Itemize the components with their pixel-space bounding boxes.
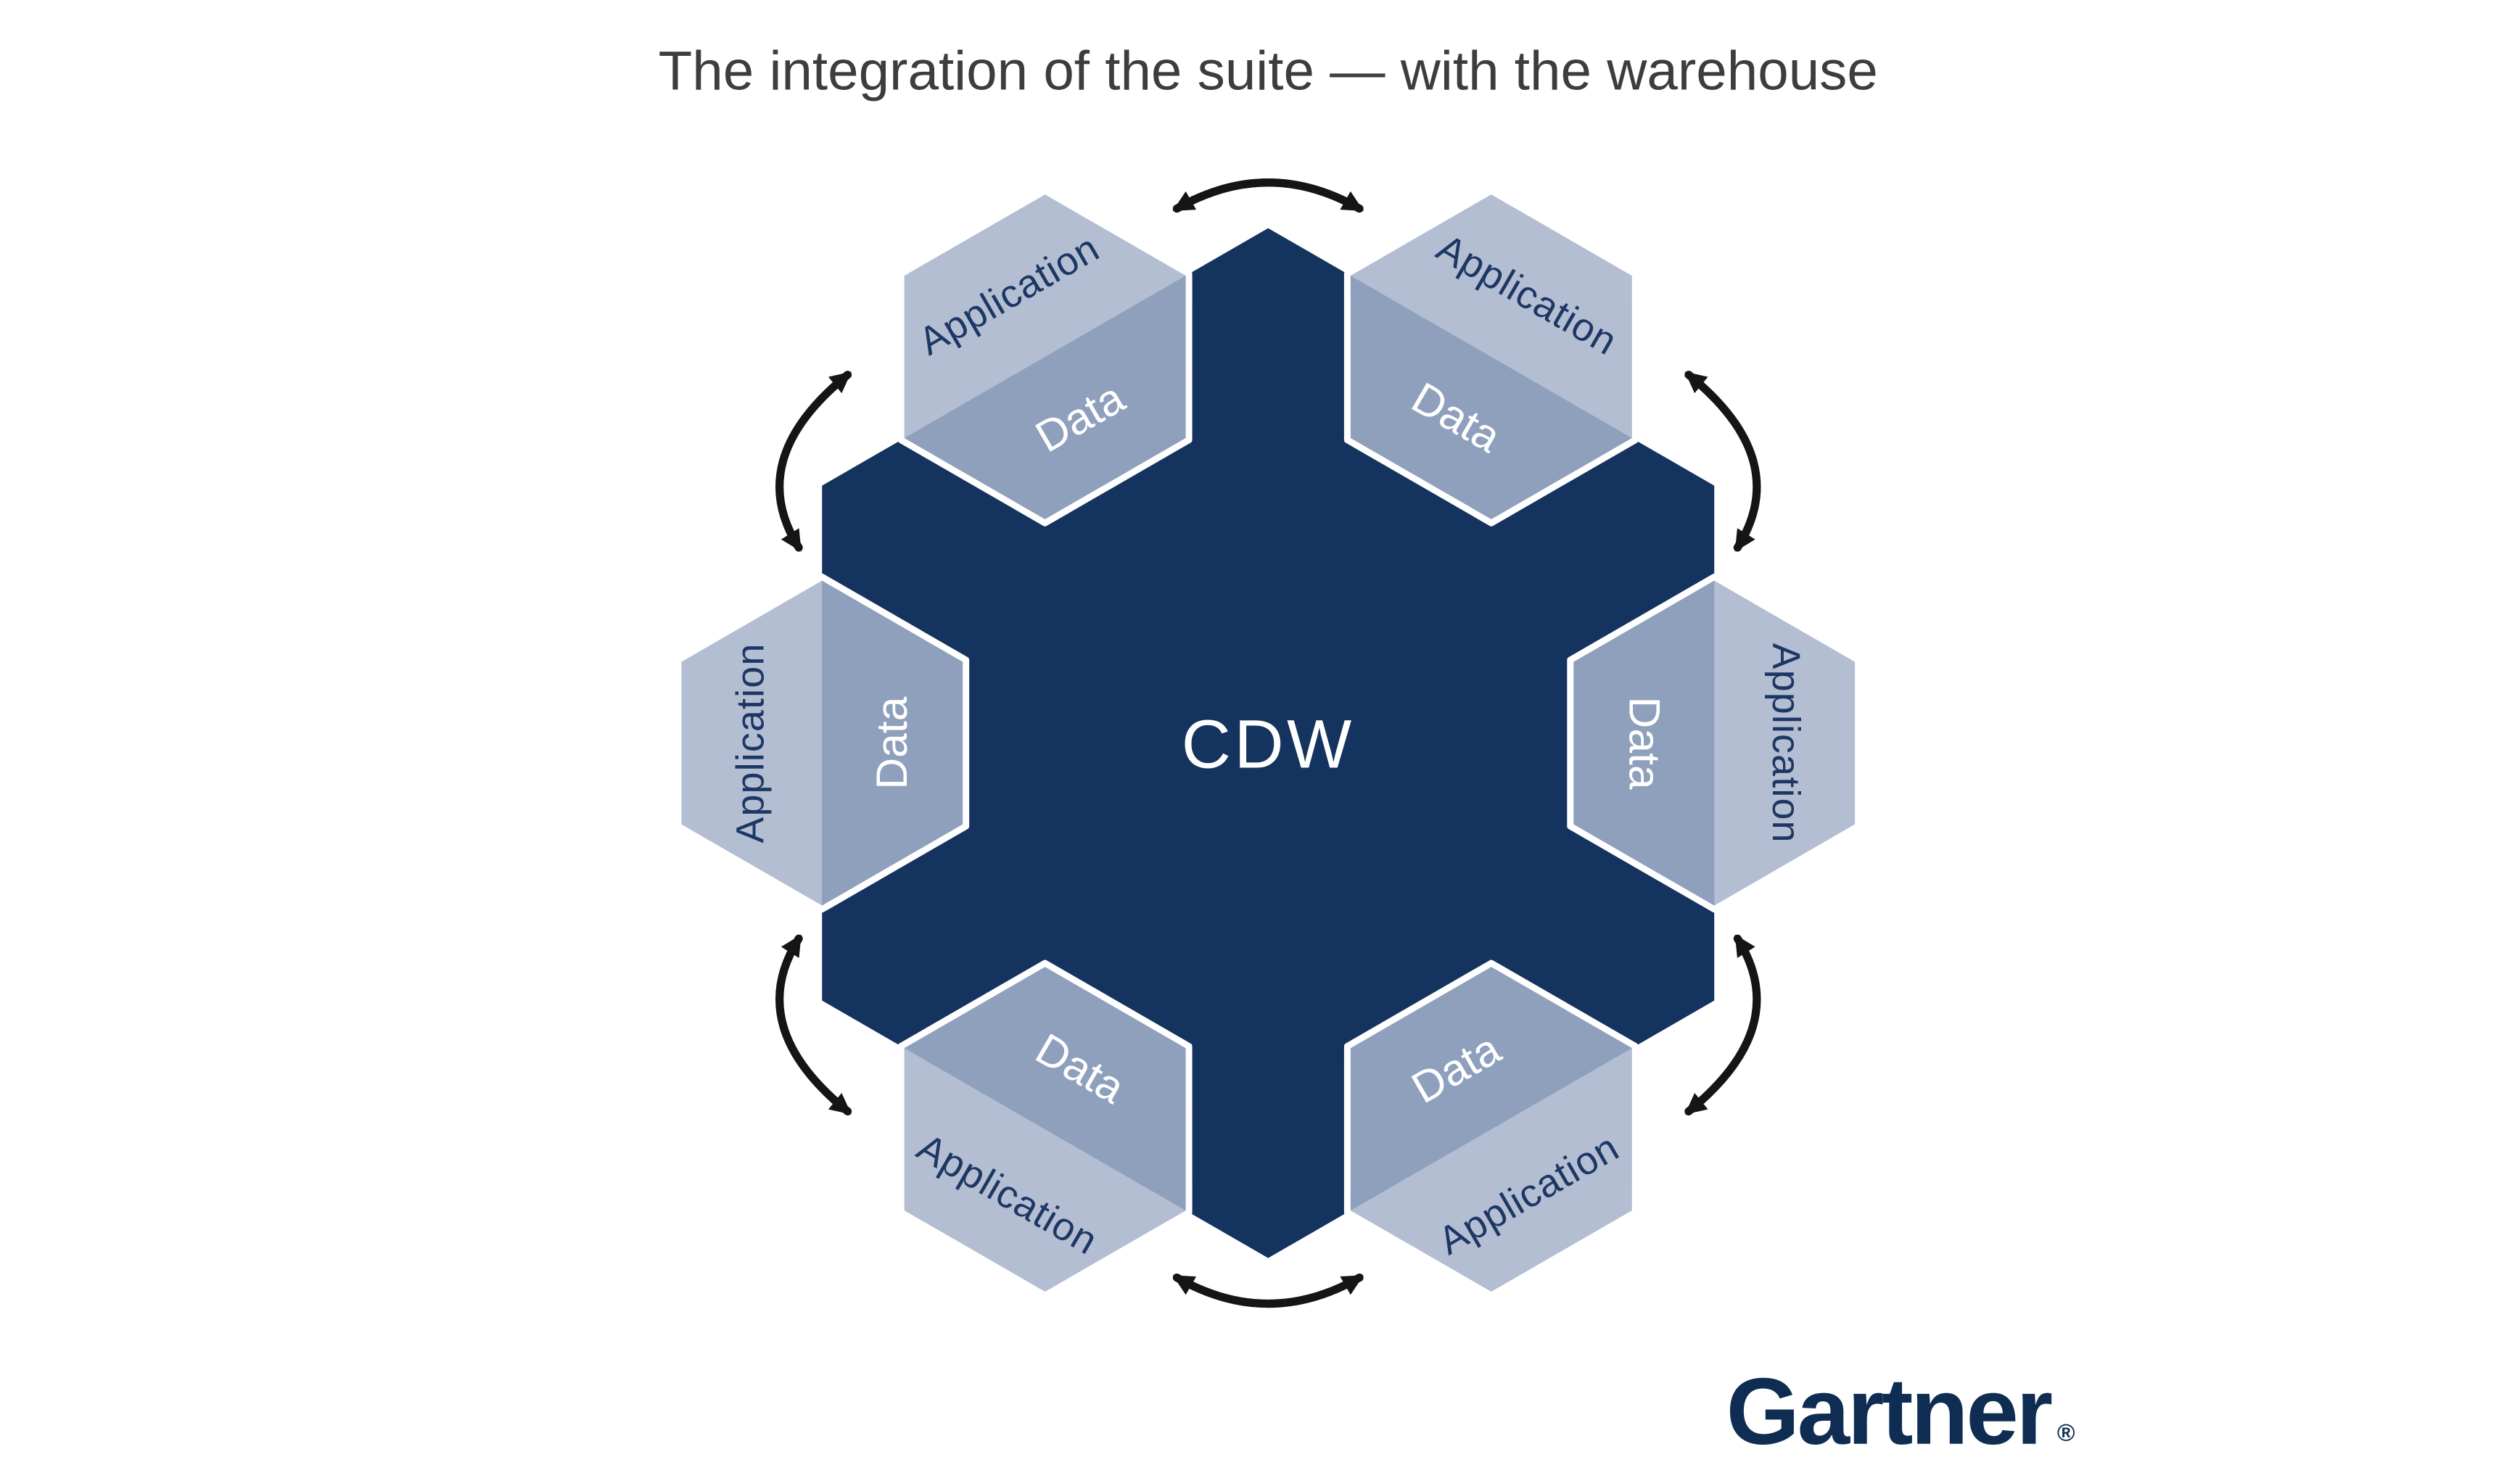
data-half: [1570, 577, 1715, 909]
application-half: [901, 1046, 1190, 1296]
application-half: [1347, 1046, 1636, 1296]
arrow-upper-right-icon: [1684, 371, 1761, 552]
application-half: [901, 190, 1190, 440]
arrow-top-icon: [1172, 178, 1364, 213]
arrow-lower-right-icon: [1684, 934, 1761, 1116]
hexagon-outline: [1343, 960, 1639, 1299]
hexagon-outline: [1567, 573, 1862, 913]
hexagon-right: Application Data: [1567, 573, 1862, 913]
data-half: [822, 577, 966, 909]
page-title: The integration of the suite — with the …: [659, 41, 1878, 102]
gartner-logo: Gartner ®: [1726, 1358, 2075, 1464]
hexagon-outline: [675, 573, 970, 913]
gartner-wordmark: Gartner: [1726, 1358, 2052, 1464]
data-label: Data: [1620, 697, 1669, 790]
arrow-upper-left-icon: [775, 371, 852, 552]
data-half: [901, 273, 1190, 524]
application-label: Application: [1764, 643, 1808, 843]
application-half: [1347, 190, 1636, 440]
hexagon-top-right: Application Data: [1343, 187, 1639, 527]
registered-mark: ®: [2057, 1419, 2075, 1446]
hexagon-top-left: Application Data: [897, 187, 1193, 527]
cdw-label: CDW: [1182, 706, 1355, 782]
hexagon-bottom-left: Application Data: [897, 960, 1193, 1299]
data-half: [1347, 273, 1636, 524]
application-label: Application: [728, 643, 772, 843]
data-label: Data: [867, 696, 916, 789]
hexagon-outline: [897, 187, 1193, 527]
application-half: [1714, 577, 1858, 909]
data-half: [1347, 963, 1636, 1213]
hexagon-bottom-right: Application Data: [1343, 960, 1639, 1299]
hexagon-outline: [897, 960, 1193, 1299]
application-half: [678, 577, 823, 909]
data-half: [901, 963, 1190, 1213]
arrow-lower-left-icon: [775, 934, 852, 1116]
arrow-bottom-icon: [1172, 1273, 1364, 1308]
hexagon-outline: [1343, 187, 1639, 527]
hexagon-left: Application Data: [675, 573, 970, 913]
